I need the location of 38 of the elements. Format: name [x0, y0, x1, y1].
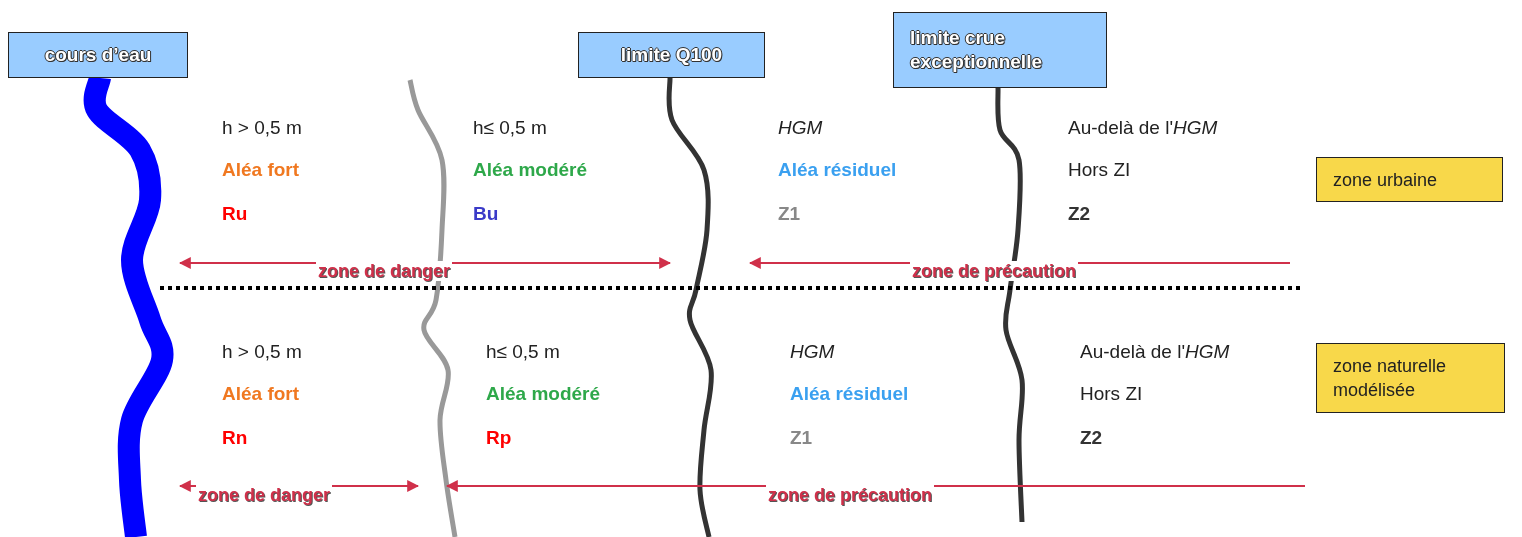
zone-label: Aléa fort [222, 383, 300, 405]
callout-box [8, 32, 188, 78]
zone-label: Hors ZI [1080, 383, 1143, 405]
zone-label: Ru [222, 203, 248, 225]
callout-box [578, 32, 765, 78]
zone-label: h > 0,5 m [222, 117, 302, 139]
zone-label: HGM [790, 341, 835, 363]
box-text: zone urbaine [1333, 168, 1438, 192]
legend-box [1316, 157, 1503, 202]
zone-label: Aléa résiduel [778, 159, 897, 181]
range-label: zone de précaution [910, 261, 1079, 281]
zone-label: Aléa modéré [473, 159, 588, 181]
zone-label: h≤ 0,5 m [486, 341, 560, 363]
zone-label: Au-delà de l'HGM [1080, 341, 1230, 363]
zone-label: Rn [222, 427, 248, 449]
zone-label: Au-delà de l'HGM [1068, 117, 1218, 139]
box-text: limite Q100 [620, 43, 723, 67]
range-label: zone de précaution [766, 485, 935, 505]
box-text: cours d’eau [44, 43, 152, 67]
legend-box [1316, 343, 1505, 413]
zone-label: Z2 [1068, 203, 1091, 225]
box-text: zone naturelle modélisée [1333, 355, 1448, 402]
callout-box [893, 12, 1107, 88]
zone-label: Aléa modéré [486, 383, 601, 405]
zone-label: h > 0,5 m [222, 341, 302, 363]
zone-label: Z1 [790, 427, 813, 449]
zone-label: Rp [486, 427, 512, 449]
zone-label: Bu [473, 203, 499, 225]
range-label: zone de danger [196, 485, 333, 505]
zone-label: Hors ZI [1068, 159, 1131, 181]
zone-label: Aléa fort [222, 159, 300, 181]
box-text: limite crue exceptionnelle [910, 26, 1043, 74]
zone-label: Aléa résiduel [790, 383, 909, 405]
zone-label: h≤ 0,5 m [473, 117, 547, 139]
range-label: zone de danger [316, 261, 453, 281]
zone-label: Z1 [778, 203, 801, 225]
zone-label: Z2 [1080, 427, 1103, 449]
zone-label: HGM [778, 117, 823, 139]
